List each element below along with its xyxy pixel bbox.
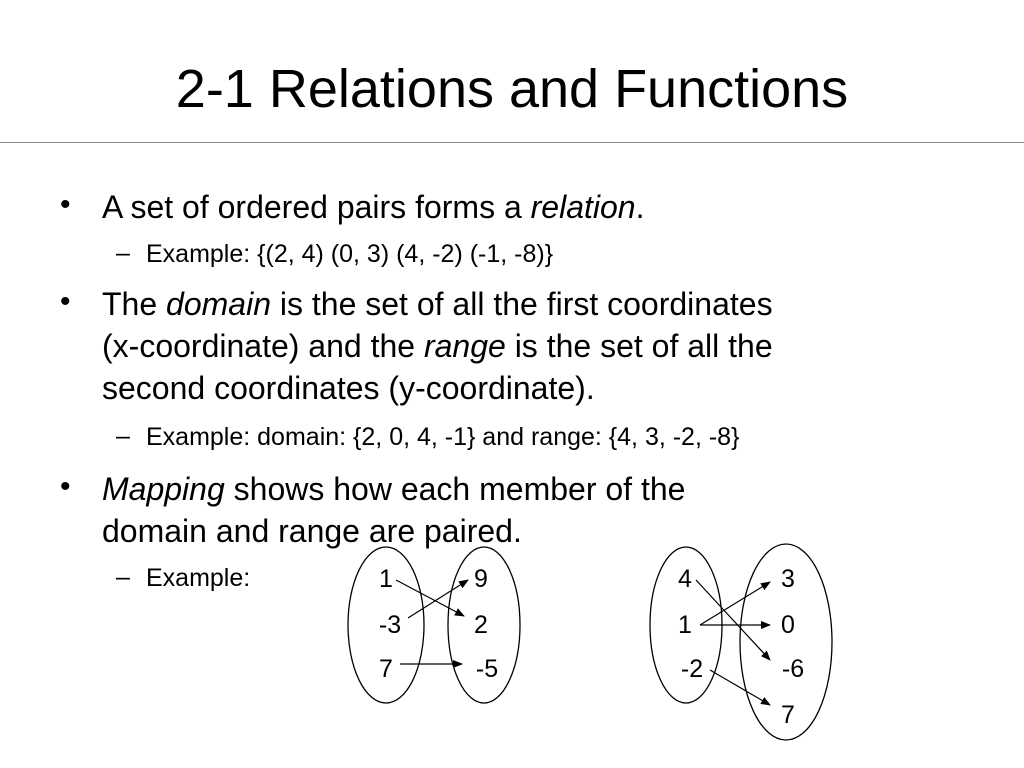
mapping-1: 1 -3 7 9 2 -5 <box>347 546 521 704</box>
sub-bullet-marker: – <box>116 239 130 267</box>
term-domain: domain <box>166 286 271 322</box>
domain-value: 7 <box>379 655 393 683</box>
domain-value: 1 <box>678 611 692 639</box>
domain-value: -3 <box>379 611 401 639</box>
bullet-1-post: . <box>635 189 645 225</box>
range-value: 0 <box>781 611 795 639</box>
mapping-arrow <box>709 669 771 706</box>
mapping-2: 4 1 -2 3 0 -6 7 <box>649 543 833 741</box>
bullet-2-line-1: The domain is the set of all the first c… <box>102 283 773 325</box>
bullet-2-post: is the set of all the first coordinates <box>270 286 773 322</box>
range-value: 9 <box>474 565 488 593</box>
bullet-2-pre: The <box>102 286 167 322</box>
bullet-2-line-2-post: is the set of all the <box>505 328 773 364</box>
bullet-2-line-3: second coordinates (y-coordinate). <box>102 370 595 406</box>
bullet-3-line-2: domain and range are paired. <box>102 513 522 549</box>
bullet-1-text: A set of ordered pairs forms a relation. <box>102 186 644 228</box>
mapping-arrow <box>407 579 469 619</box>
range-value: -5 <box>476 655 498 683</box>
bullet-marker: • <box>60 285 71 318</box>
domain-value: 1 <box>379 565 393 593</box>
bullet-2-line-2-pre: (x-coordinate) and the <box>102 328 424 364</box>
bullet-3-post: shows how each member of the <box>224 471 686 507</box>
term-relation: relation <box>530 189 636 225</box>
range-value: 2 <box>474 611 488 639</box>
domain-value: 4 <box>678 565 692 593</box>
title-divider <box>0 142 1024 143</box>
mapping-arrow <box>695 579 771 661</box>
bullet-2-line-2: (x-coordinate) and the range is the set … <box>102 325 773 367</box>
bullet-3-example-label: Example: <box>146 564 251 592</box>
range-value: -6 <box>782 655 804 683</box>
bullet-3-line-1: Mapping shows how each member of the <box>102 468 685 510</box>
term-range: range <box>423 328 506 364</box>
bullet-1-example: Example: {(2, 4) (0, 3) (4, -2) (-1, -8)… <box>146 240 554 268</box>
mapping-arrow <box>699 581 771 626</box>
domain-value: -2 <box>681 655 703 683</box>
bullet-marker: • <box>60 470 71 503</box>
sub-bullet-marker: – <box>116 563 130 591</box>
term-mapping: Mapping <box>102 471 225 507</box>
range-oval <box>739 543 833 741</box>
slide-title: 2-1 Relations and Functions <box>175 59 849 119</box>
domain-oval <box>347 546 425 704</box>
range-value: 7 <box>781 701 795 729</box>
mapping-arrow <box>395 579 465 617</box>
range-oval <box>447 546 521 704</box>
bullet-2-example: Example: domain: {2, 0, 4, -1} and range… <box>146 423 740 451</box>
bullet-marker: • <box>60 188 71 221</box>
range-value: 3 <box>781 565 795 593</box>
bullet-1-pre: A set of ordered pairs forms a <box>102 189 531 225</box>
sub-bullet-marker: – <box>116 422 130 450</box>
